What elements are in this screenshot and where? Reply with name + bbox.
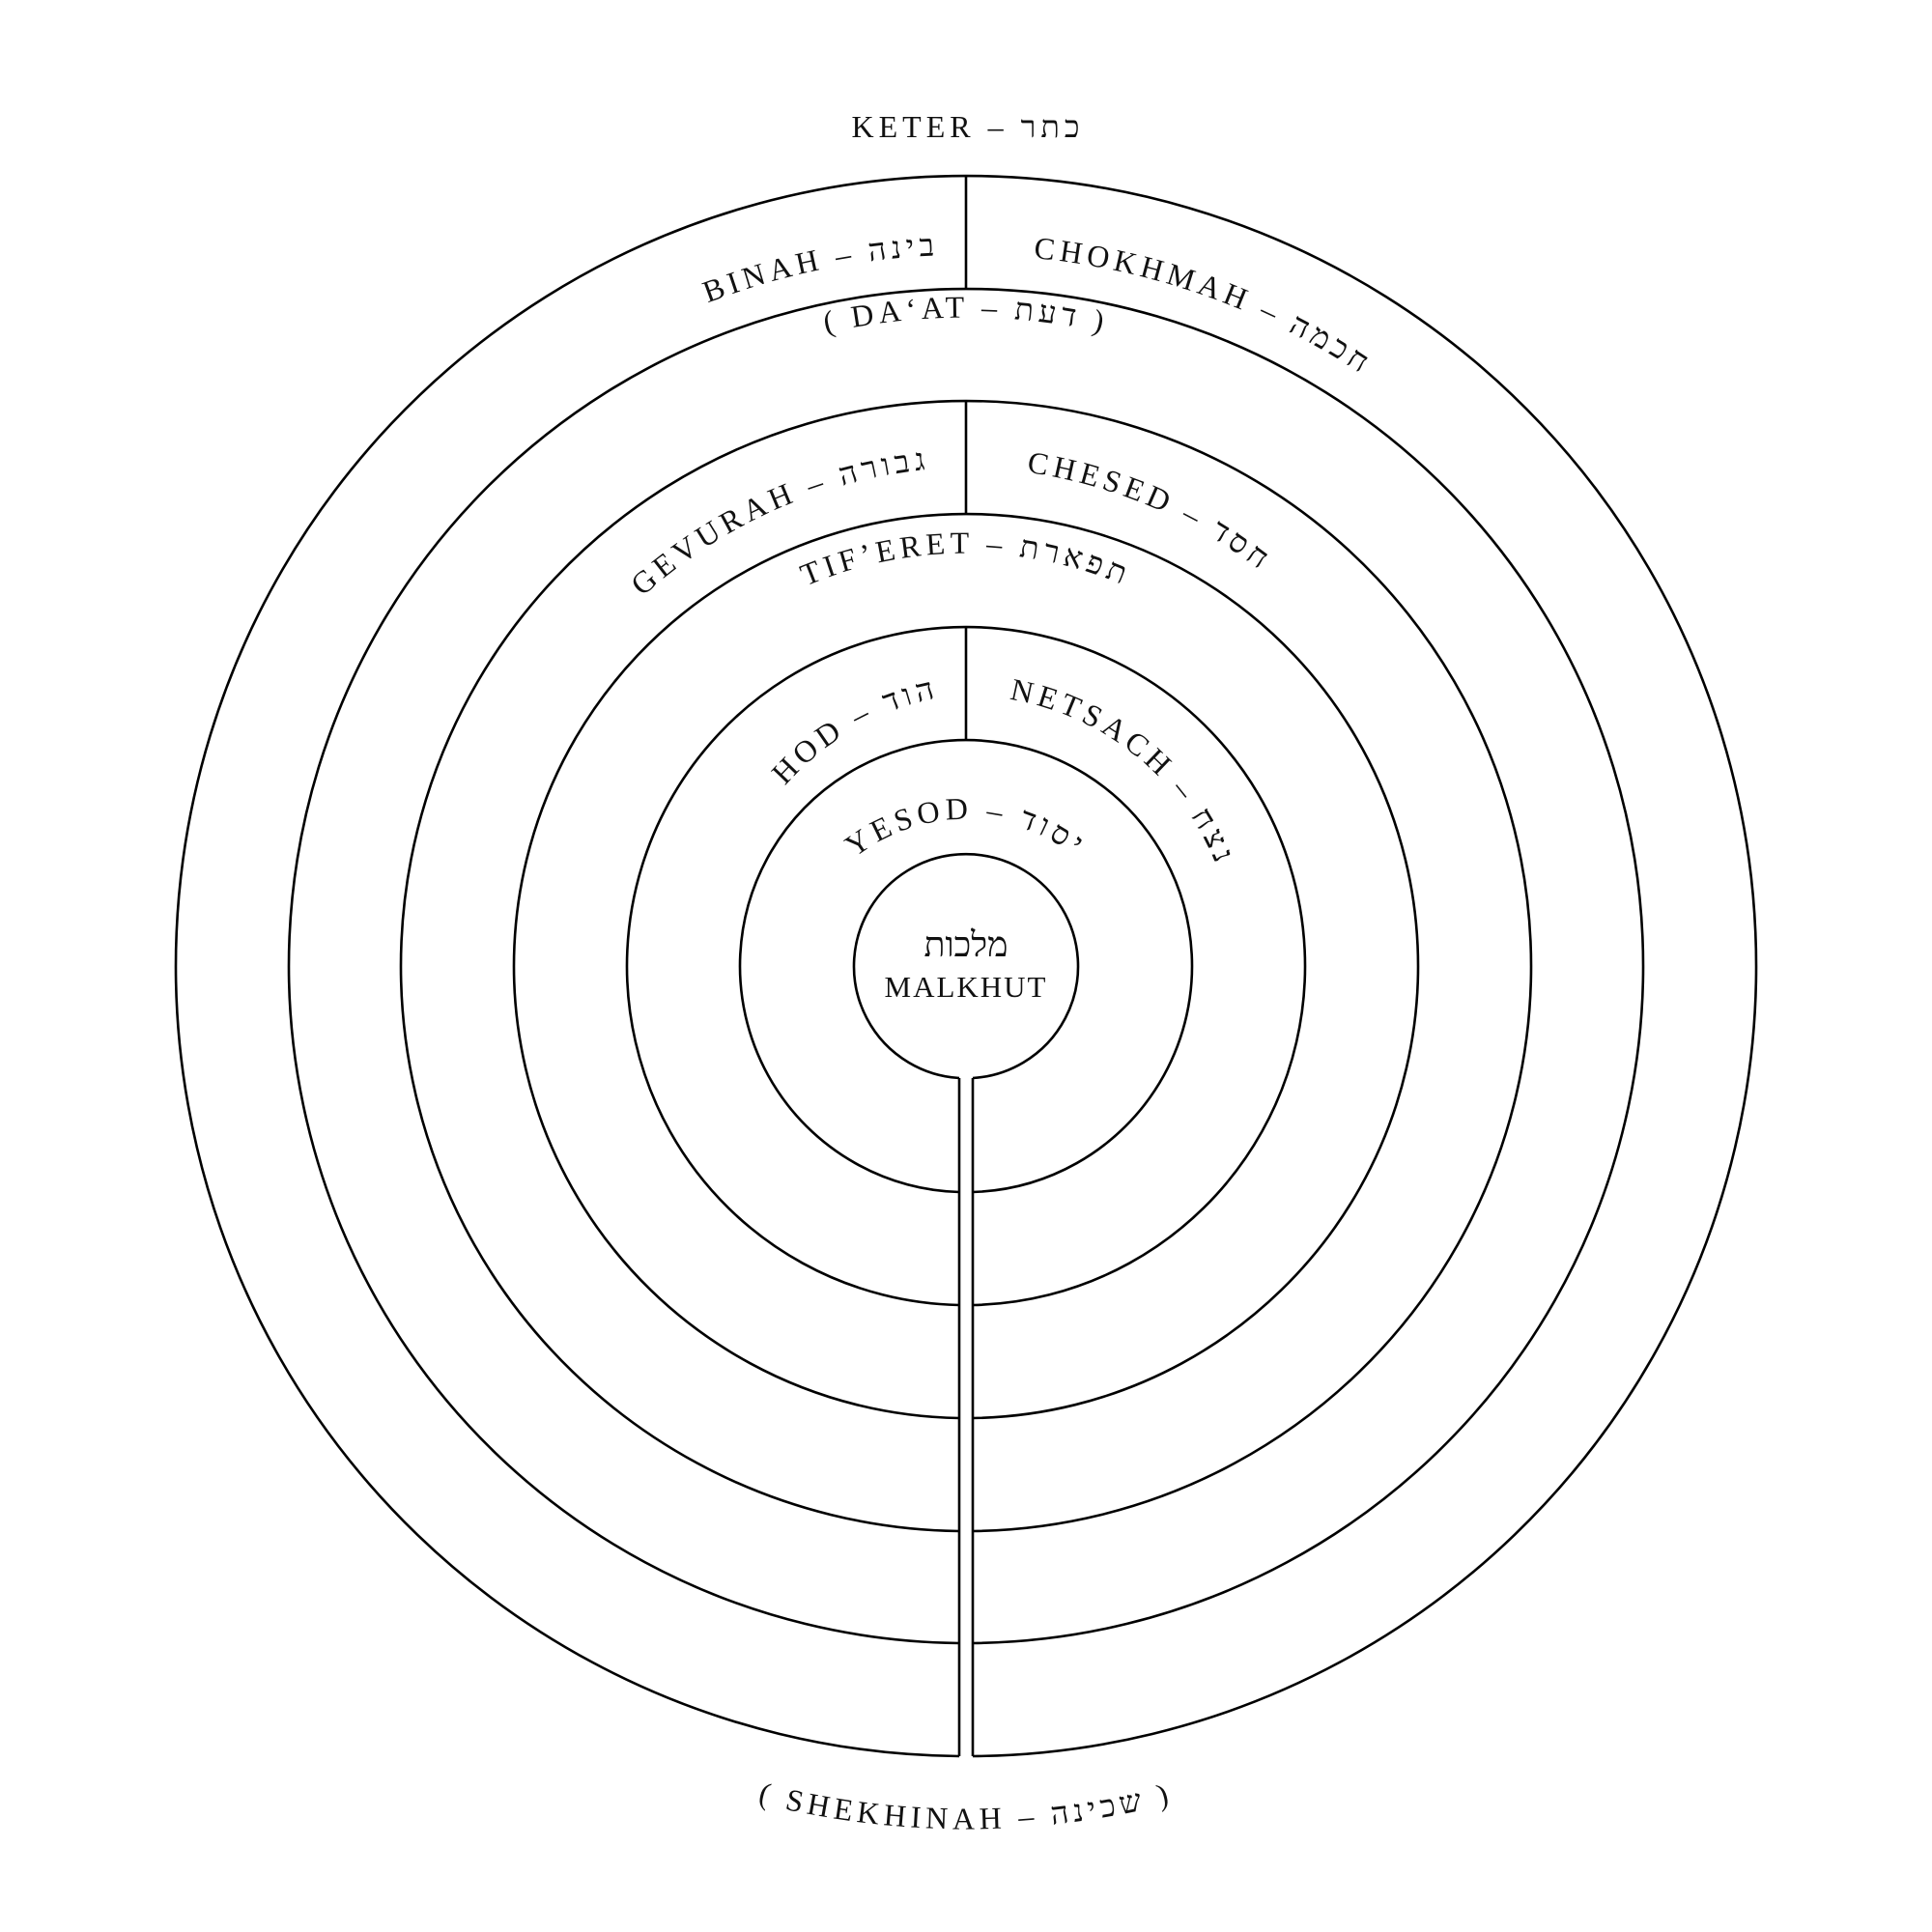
yesod-label-text: YESOD – יסוד — [838, 790, 1090, 863]
hod-label: HOD – הוד — [765, 669, 942, 790]
hod-label-text: HOD – הוד — [765, 669, 937, 790]
malkhut-hebrew-label: מלכות — [924, 925, 1009, 964]
shekhinah-label-text: ( SHEKHINAH – שכינה ) — [755, 1776, 1171, 1836]
ring-6 — [738, 738, 1194, 1194]
malkhut-label: MALKHUT — [885, 970, 1048, 1004]
yesod-label: YESOD – יסוד — [838, 790, 1094, 863]
chesed-label-text: CHESED – חסד — [1025, 444, 1274, 578]
tiferet-label-text: TIF’ERET – תפארת — [795, 526, 1131, 593]
keter-label: KETER – כתר — [852, 109, 1085, 144]
ring-4 — [512, 512, 1420, 1420]
ring-2 — [287, 287, 1645, 1645]
ring-3 — [399, 399, 1533, 1533]
malkhut-circle — [852, 852, 1080, 1080]
tiferet-label: TIF’ERET – תפארת — [795, 526, 1136, 593]
shekhinah-label: ( SHEKHINAH – שכינה ) — [755, 1776, 1176, 1836]
chesed-label: CHESED – חסד — [1025, 444, 1279, 578]
